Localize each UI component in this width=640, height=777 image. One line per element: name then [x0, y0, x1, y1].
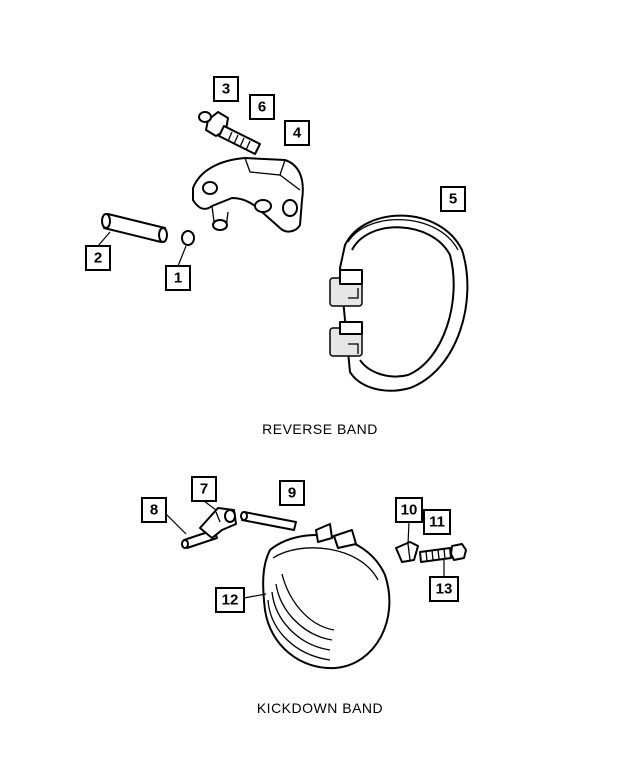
callout-2: 2 [85, 245, 111, 271]
caption-kickdown-band: KICKDOWN BAND [257, 700, 383, 716]
kickdown-band [262, 523, 391, 670]
adjusting-screw [198, 111, 261, 155]
callout-11: 11 [423, 509, 451, 535]
callout-3: 3 [213, 76, 239, 102]
callout-12: 12 [215, 587, 245, 613]
svg-text:2: 2 [94, 250, 102, 267]
svg-text:4: 4 [293, 125, 302, 142]
callout-8: 8 [141, 497, 167, 523]
caption-reverse-band: REVERSE BAND [262, 421, 378, 437]
svg-text:1: 1 [174, 270, 182, 287]
reverse-band [329, 214, 469, 392]
callout-1: 1 [165, 265, 191, 291]
svg-text:10: 10 [401, 502, 418, 519]
anchor-block [395, 541, 419, 563]
callout-13: 13 [429, 576, 459, 602]
svg-text:3: 3 [222, 81, 230, 98]
svg-text:8: 8 [150, 502, 158, 519]
o-ring [181, 230, 195, 246]
lever-shaft [101, 213, 168, 243]
reverse-band-lever [192, 157, 304, 233]
svg-text:9: 9 [288, 485, 296, 502]
svg-text:13: 13 [436, 581, 453, 598]
svg-text:5: 5 [449, 191, 457, 208]
svg-text:6: 6 [258, 99, 266, 116]
svg-text:12: 12 [222, 592, 239, 609]
callout-6: 6 [249, 94, 275, 120]
kickdown-lever [199, 507, 237, 539]
callout-7: 7 [191, 476, 217, 502]
callout-10: 10 [395, 497, 423, 523]
svg-text:7: 7 [200, 481, 208, 498]
svg-text:11: 11 [429, 514, 445, 531]
kickdown-strut [240, 511, 297, 531]
callout-5: 5 [440, 186, 466, 212]
callout-4: 4 [284, 120, 310, 146]
kickdown-adjust-screw [419, 543, 467, 563]
callout-9: 9 [279, 480, 305, 506]
